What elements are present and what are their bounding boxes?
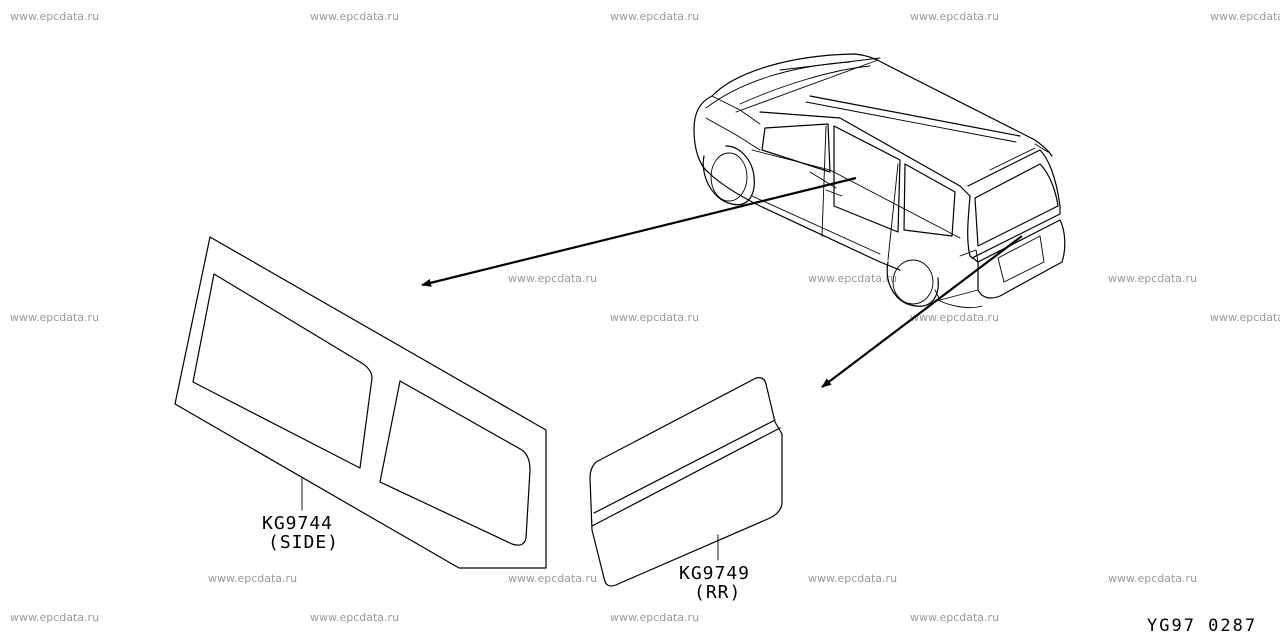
watermark: www.epcdata.ru bbox=[808, 272, 897, 285]
watermark: www.epcdata.ru bbox=[508, 272, 597, 285]
watermark: www.epcdata.ru bbox=[310, 10, 399, 23]
watermark: www.epcdata.ru bbox=[610, 10, 699, 23]
watermark: www.epcdata.ru bbox=[208, 572, 297, 585]
watermark: www.epcdata.ru bbox=[310, 611, 399, 624]
watermark: www.epcdata.ru bbox=[910, 611, 999, 624]
diagram-code: YG97 0287 bbox=[1147, 616, 1257, 636]
watermark: www.epcdata.ru bbox=[508, 572, 597, 585]
watermark-grid: www.epcdata.ru www.epcdata.ru www.epcdat… bbox=[10, 10, 1280, 624]
watermark: www.epcdata.ru bbox=[10, 311, 99, 324]
watermark: www.epcdata.ru bbox=[10, 611, 99, 624]
rear-glass-part bbox=[589, 377, 783, 587]
vehicle-illustration bbox=[693, 53, 1066, 309]
watermark: www.epcdata.ru bbox=[610, 311, 699, 324]
side-glass-position-label: (SIDE) bbox=[268, 532, 339, 553]
side-glass-part-number: KG9744 bbox=[262, 513, 333, 534]
side-glass-leader-arrow bbox=[421, 176, 857, 287]
watermark: www.epcdata.ru bbox=[610, 611, 699, 624]
watermark: www.epcdata.ru bbox=[910, 10, 999, 23]
side-glass-part bbox=[174, 236, 547, 569]
rear-glass-leader-arrow bbox=[821, 235, 1023, 388]
watermark: www.epcdata.ru bbox=[1210, 10, 1280, 23]
watermark: www.epcdata.ru bbox=[1210, 311, 1280, 324]
watermark: www.epcdata.ru bbox=[10, 10, 99, 23]
watermark: www.epcdata.ru bbox=[1108, 272, 1197, 285]
watermark: www.epcdata.ru bbox=[910, 311, 999, 324]
watermark: www.epcdata.ru bbox=[808, 572, 897, 585]
rear-glass-position-label: (RR) bbox=[694, 582, 741, 603]
rear-glass-part-number: KG9749 bbox=[679, 563, 750, 584]
watermark: www.epcdata.ru bbox=[1108, 572, 1197, 585]
